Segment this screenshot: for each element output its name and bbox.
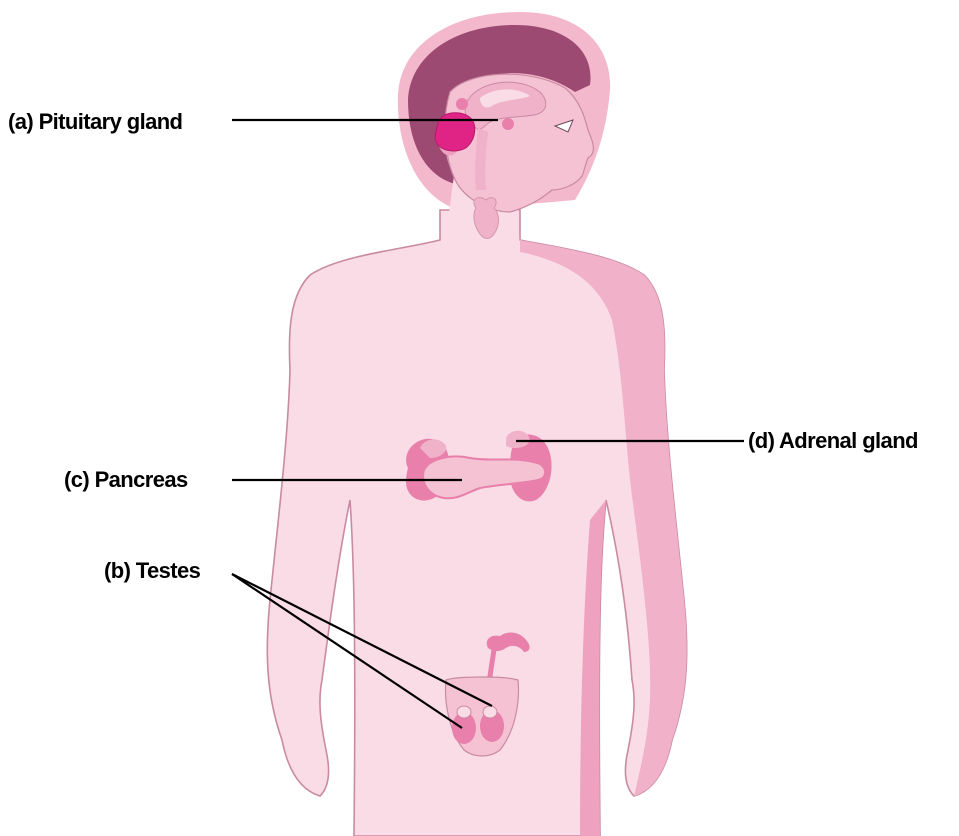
epididymis-left bbox=[457, 706, 471, 718]
pituitary-gland bbox=[435, 113, 475, 151]
label-pancreas: (c) Pancreas bbox=[64, 467, 188, 492]
epididymis-right bbox=[483, 706, 497, 718]
pineal-dot bbox=[456, 98, 468, 110]
hypothalamus-dot bbox=[502, 118, 514, 130]
label-adrenal: (d) Adrenal gland bbox=[748, 428, 918, 453]
human-figure bbox=[267, 12, 686, 836]
label-testes: (b) Testes bbox=[104, 558, 201, 583]
label-pituitary: (a) Pituitary gland bbox=[8, 109, 182, 134]
